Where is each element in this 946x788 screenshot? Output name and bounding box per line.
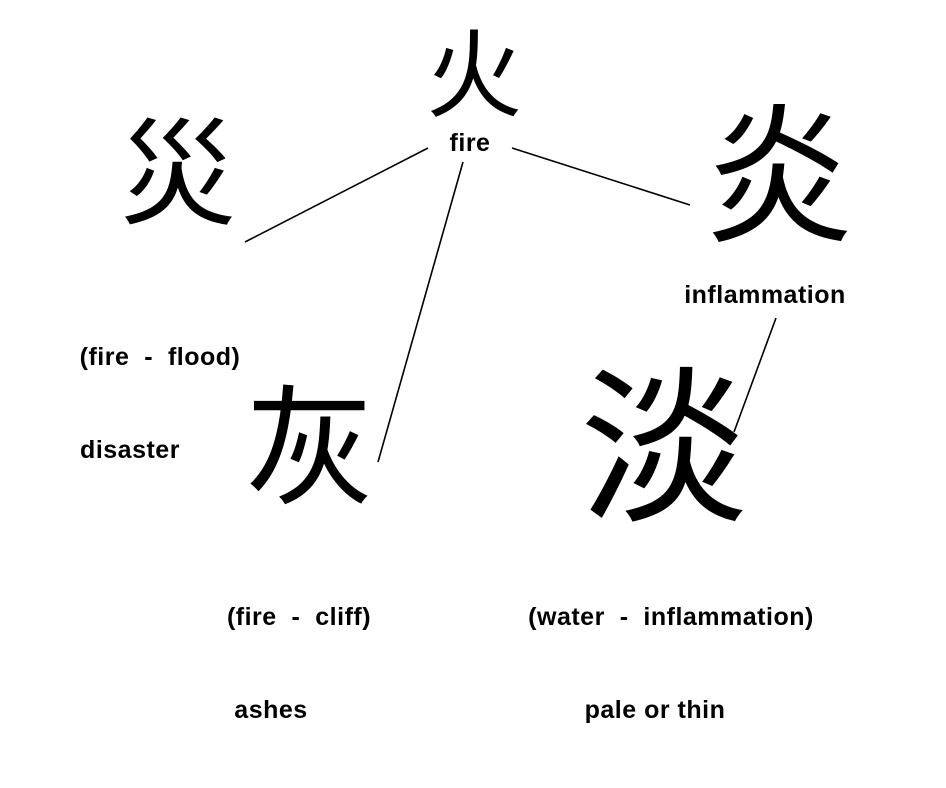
connector-inflammation-pale — [733, 317, 777, 433]
pale-character: 淡 — [580, 352, 748, 548]
fire-label: fire — [449, 129, 491, 157]
connector-fire-disaster — [244, 147, 429, 243]
inflammation-character: 炎 — [704, 92, 855, 266]
disaster-character: 災 — [120, 108, 236, 243]
character-derivation-diagram: 火 fire 災 (fire - flood) disaster 炎 infla… — [40, 20, 855, 724]
connector-lines — [244, 147, 777, 463]
disaster-label-line1: (fire - flood) — [79, 343, 241, 371]
ashes-label-line1: (fire - cliff) — [226, 603, 372, 631]
disaster-label-line2: disaster — [80, 436, 180, 464]
fire-character: 火 — [426, 20, 522, 132]
pale-label-line1: (water - inflammation) — [528, 603, 814, 631]
connector-fire-ashes — [377, 161, 464, 463]
ashes-label-line2: ashes — [234, 696, 308, 724]
pale-label-line2: pale or thin — [584, 696, 726, 724]
pale-label: (water - inflammation) pale or thin — [476, 540, 866, 788]
connector-fire-inflammation — [511, 147, 691, 206]
disaster-label: (fire - flood) disaster — [40, 280, 280, 528]
inflammation-label: inflammation — [684, 281, 846, 309]
ashes-character: 灰 — [244, 373, 375, 525]
ashes-label: (fire - cliff) ashes — [184, 540, 414, 788]
